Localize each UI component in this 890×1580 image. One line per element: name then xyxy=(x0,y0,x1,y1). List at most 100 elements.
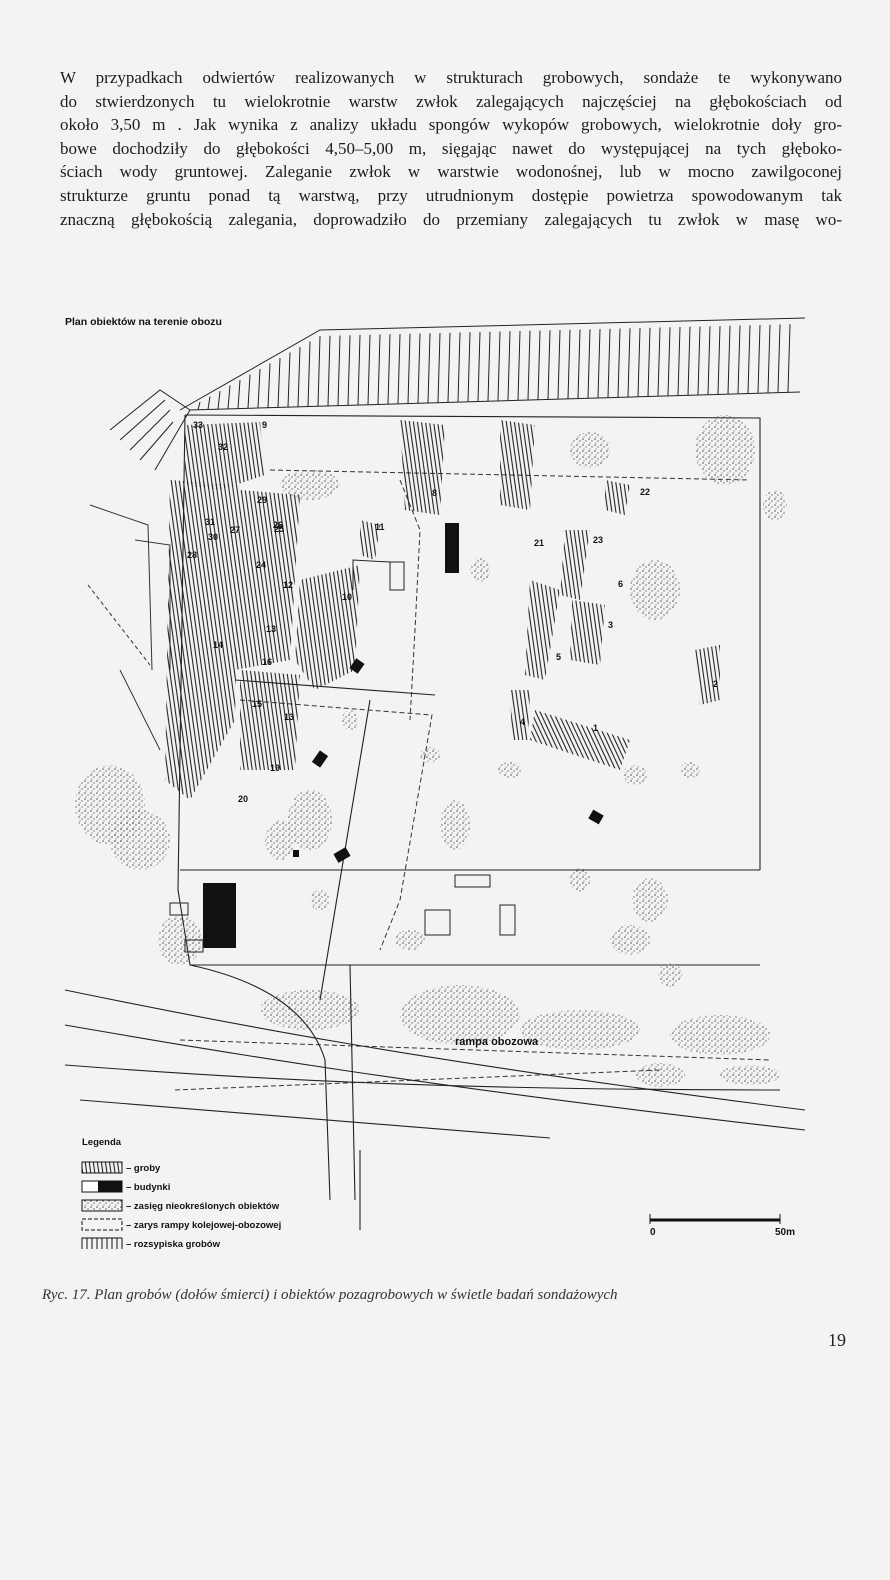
railway-tracks xyxy=(64,964,806,1230)
comb-line xyxy=(357,334,361,405)
building xyxy=(445,523,459,573)
paragraph-line: znaczną głębokością zalegania, doprowadz… xyxy=(60,209,842,229)
comb-line xyxy=(407,333,411,404)
comb-line xyxy=(257,368,261,408)
comb-line xyxy=(387,334,391,405)
grave-number: 11 xyxy=(375,522,385,532)
comb-line xyxy=(777,324,781,393)
comb-line xyxy=(207,396,211,410)
grave-number: 21 xyxy=(534,538,544,548)
grave-number: 23 xyxy=(593,535,603,545)
legend-item-undetermined: – zasięg nieokreślonych obiektów xyxy=(126,1201,280,1212)
scale-bar: 0 50m xyxy=(649,1214,795,1238)
paragraph-line: do stwierdzonych tu wielokrotnie warstw … xyxy=(60,91,842,111)
comb-line xyxy=(267,363,271,408)
building xyxy=(333,847,351,863)
legend-swatch-graves xyxy=(81,1161,123,1174)
grave-number: 19 xyxy=(270,763,280,773)
comb-line xyxy=(397,333,401,404)
intro-paragraph: W przypadkach odwiertów realizowanych w … xyxy=(60,66,842,231)
comb-line xyxy=(197,401,201,410)
comb-line xyxy=(247,374,251,409)
grave-number: 27 xyxy=(230,525,240,535)
legend-item-buildings: – budynki xyxy=(126,1182,170,1193)
comb-line xyxy=(767,324,771,393)
comb-line xyxy=(627,328,631,397)
comb-line xyxy=(587,329,591,399)
top-comb-structures xyxy=(109,317,806,471)
comb-line xyxy=(237,379,241,409)
camp-plan-map: Plan obiektów na terenie obozu xyxy=(64,316,806,1250)
building xyxy=(588,809,604,825)
comb-line xyxy=(607,328,611,398)
grave-number: 33 xyxy=(193,420,203,430)
grave-number: 24 xyxy=(256,560,266,570)
grave-number: 31 xyxy=(205,517,215,527)
comb-line xyxy=(297,346,301,407)
comb-line xyxy=(347,335,351,406)
outlined-structures xyxy=(169,559,516,953)
comb-line xyxy=(437,332,441,403)
legend-item-scattered: – rozsypiska grobów xyxy=(126,1239,221,1250)
grave-number: 29 xyxy=(257,495,267,505)
comb-line xyxy=(637,327,641,397)
comb-line xyxy=(277,357,281,408)
comb-line xyxy=(457,332,461,402)
comb-line xyxy=(417,333,421,404)
comb-line xyxy=(717,325,721,395)
comb-line xyxy=(447,332,451,403)
grave-number: 20 xyxy=(238,794,248,804)
comb-line xyxy=(377,334,381,405)
paragraph-line: bowe dochodziły do głębokości 4,50–5,00 … xyxy=(60,138,842,158)
map-title: Plan obiektów na terenie obozu xyxy=(65,316,222,328)
comb-line xyxy=(757,324,761,393)
grave-number: 32 xyxy=(218,442,228,452)
grave-number: 14 xyxy=(213,640,223,650)
map-figure: Plan obiektów na terenie obozu xyxy=(60,300,820,1580)
grave-number: 8 xyxy=(432,488,437,498)
comb-line xyxy=(517,330,521,401)
comb-line xyxy=(307,341,311,407)
grave-number: 1 xyxy=(593,723,598,733)
building xyxy=(293,850,299,857)
grave-number: 25 xyxy=(274,524,284,534)
legend-swatch-undetermined xyxy=(81,1199,123,1212)
buildings xyxy=(203,523,604,948)
comb-line xyxy=(327,335,331,406)
comb-line xyxy=(747,325,751,394)
grave-number: 10 xyxy=(342,592,352,602)
comb-line xyxy=(597,328,601,398)
legend-swatch-ramp xyxy=(81,1218,123,1231)
scale-start-label: 0 xyxy=(650,1227,656,1238)
paragraph-line: ściach wody gruntowej. Zaleganie zwłok w… xyxy=(60,162,842,182)
comb-line xyxy=(467,332,471,402)
grave-number: 4 xyxy=(520,717,525,727)
comb-line xyxy=(697,326,701,395)
grave-number: 15 xyxy=(252,699,262,709)
comb-line xyxy=(567,329,571,399)
grave-number: 26 xyxy=(273,520,283,530)
comb-line xyxy=(227,385,231,409)
grave-number: 16 xyxy=(262,657,272,667)
comb-line xyxy=(687,326,691,396)
comb-line xyxy=(537,330,541,400)
legend-item-ramp: – zarys rampy kolejowej-obozowej xyxy=(126,1220,281,1231)
comb-line xyxy=(647,327,651,397)
undetermined-objects xyxy=(75,415,787,1087)
comb-line xyxy=(547,330,551,400)
paragraph-line: W przypadkach odwiertów realizowanych w … xyxy=(60,68,842,87)
left-comb xyxy=(87,504,171,751)
building xyxy=(349,658,365,674)
comb-line xyxy=(657,327,661,396)
grave-diagonal xyxy=(530,710,630,770)
comb-line xyxy=(667,327,671,396)
legend-swatch-scattered xyxy=(81,1237,123,1249)
comb-line xyxy=(727,325,731,394)
comb-line xyxy=(427,333,431,403)
paragraph-line: strukturze gruntu ponad tą warstwą, przy… xyxy=(60,185,842,205)
comb-line xyxy=(737,325,741,394)
grave-number: 28 xyxy=(187,550,197,560)
grave-number: 13 xyxy=(284,712,294,722)
grave-number: 6 xyxy=(618,579,623,589)
comb-line xyxy=(557,329,561,399)
